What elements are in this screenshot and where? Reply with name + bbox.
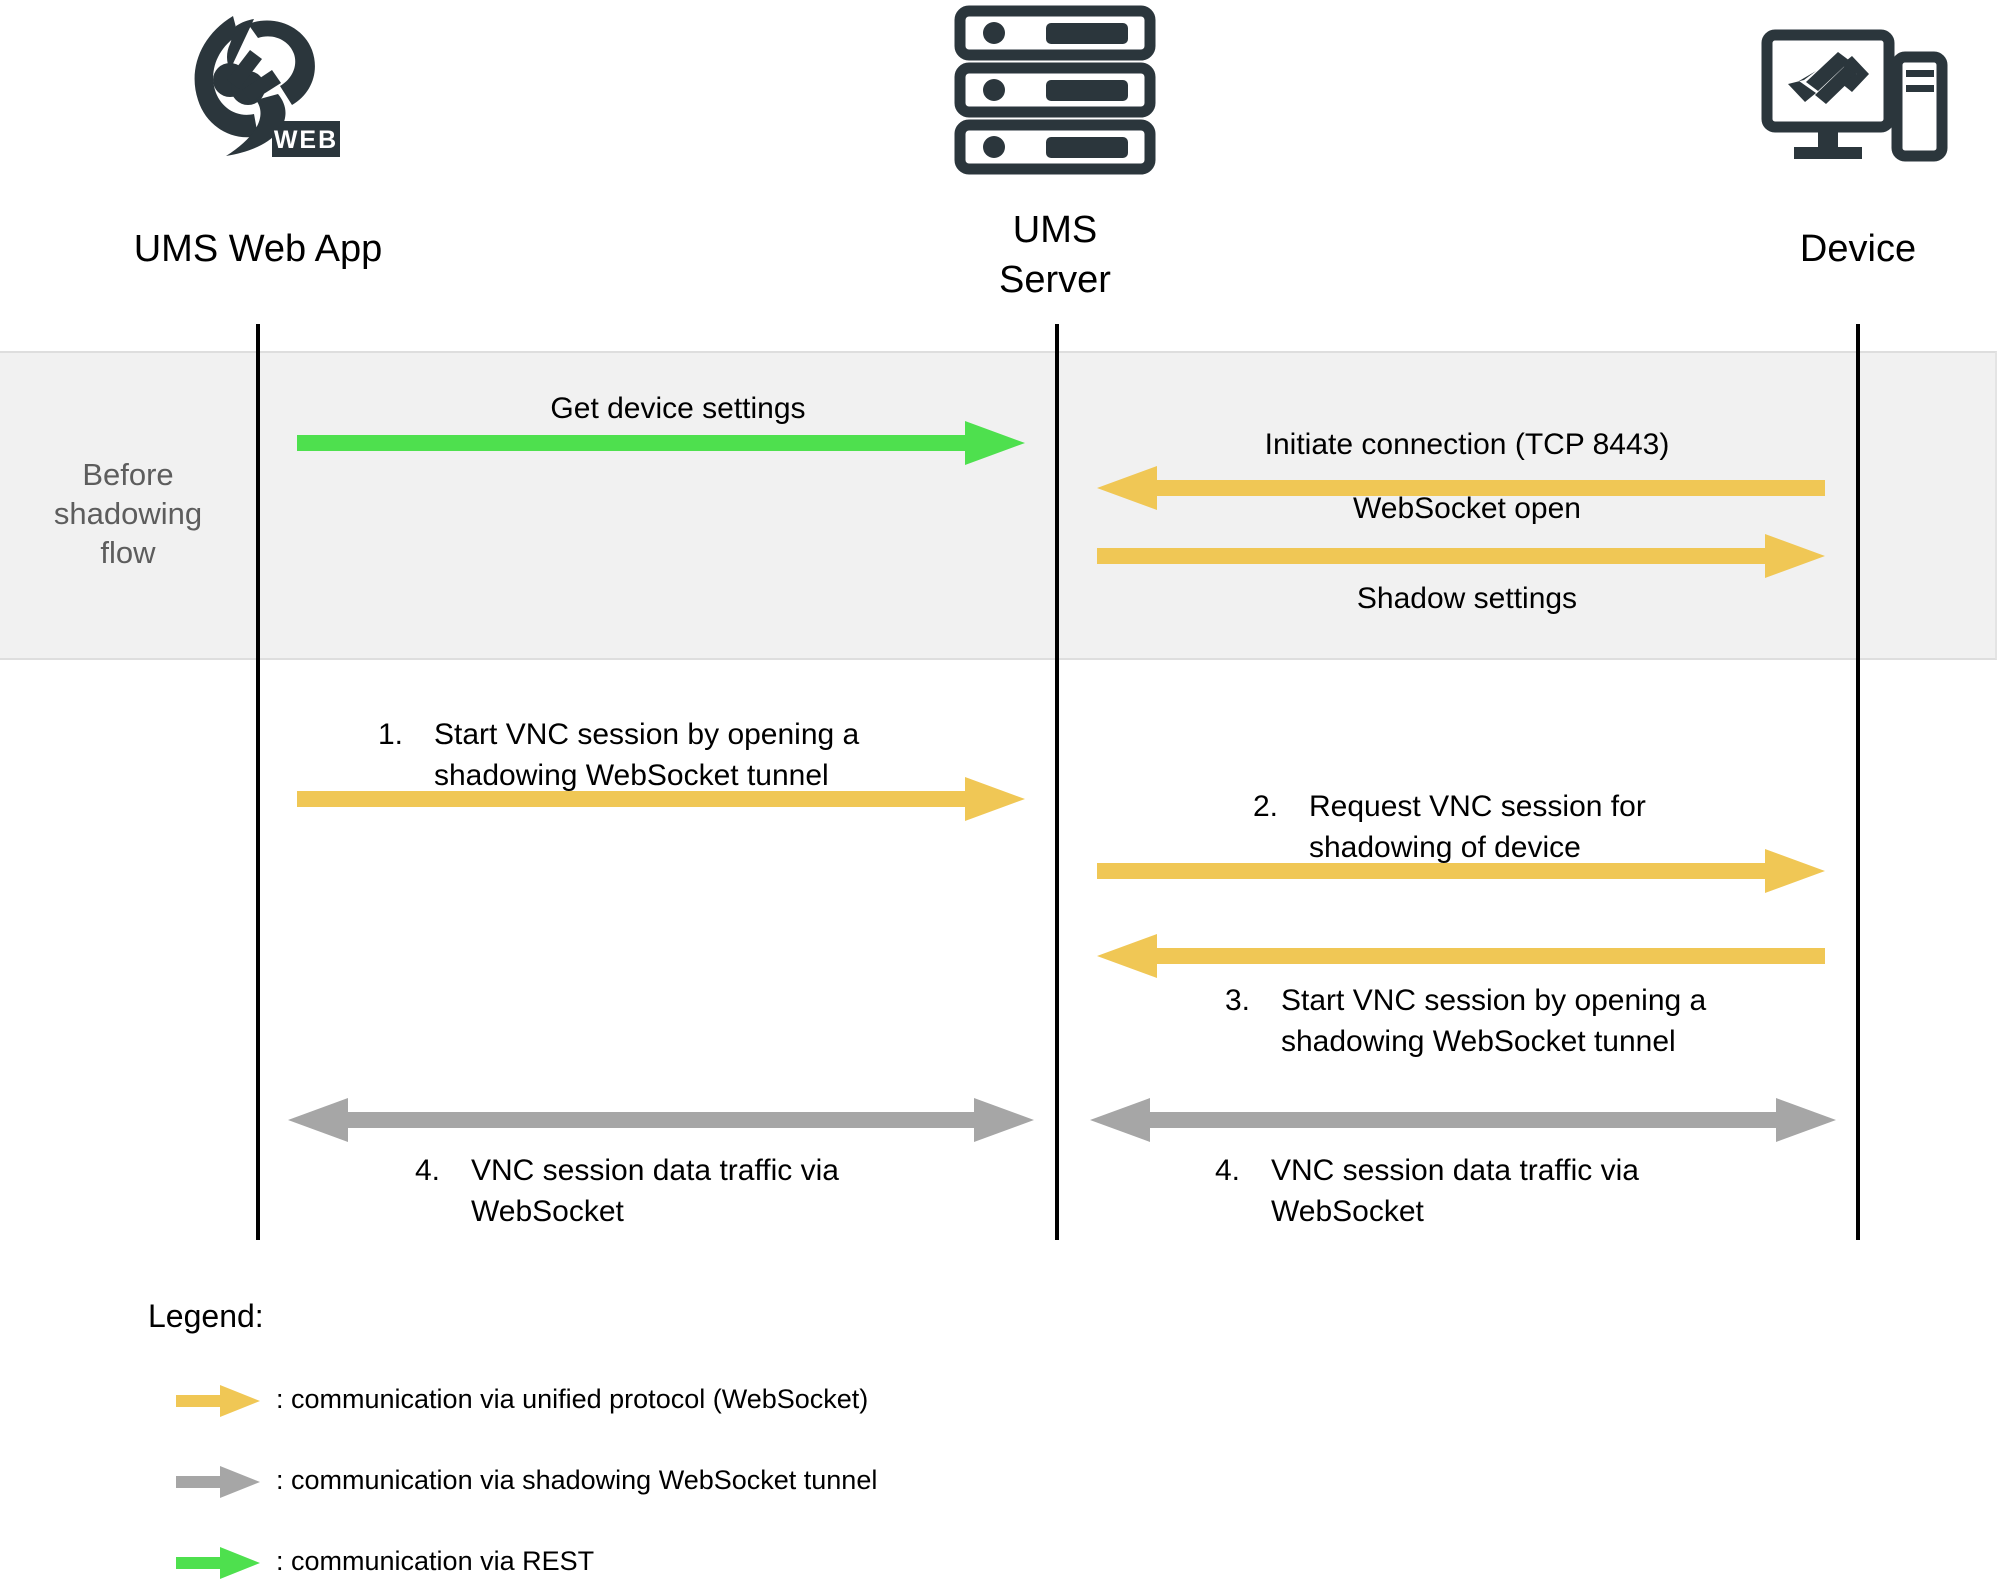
- phase-label-line-3: flow: [100, 535, 156, 570]
- message-arrow-step-2: [1097, 849, 1825, 893]
- lifeline-ums-web-app: [256, 324, 260, 1240]
- message-label-line: Shadow settings: [1356, 582, 1578, 615]
- message-arrow-step-4-right: [1090, 1098, 1836, 1142]
- message-label-step-4-right: 4. VNC session data traffic via WebSocket: [1215, 1150, 1815, 1232]
- desktop-device-icon: [1760, 28, 1950, 168]
- message-label-line-2: shadowing of device: [1309, 831, 1581, 864]
- participant-label-ums-web-app: UMS Web App: [58, 224, 458, 274]
- step-text: Request VNC session for: [1309, 790, 1646, 823]
- step-number: 3.: [1225, 984, 1251, 1017]
- lifeline-ums-server: [1055, 324, 1059, 1240]
- message-label-websocket-open: WebSocket open: [1097, 488, 1837, 529]
- phase-band-before-shadowing: [0, 351, 1997, 660]
- message-label-line-1: 4. VNC session data traffic via: [415, 1150, 1015, 1191]
- message-label-line-1: 1. Start VNC session by opening a: [378, 714, 998, 755]
- message-arrow-websocket-open: [1097, 534, 1825, 578]
- step-number: 1.: [378, 718, 404, 751]
- message-label-line: WebSocket open: [1353, 492, 1581, 525]
- message-arrow-step-4-left: [288, 1098, 1034, 1142]
- legend-label-shadowing-tunnel: : communication via shadowing WebSocket …: [276, 1465, 878, 1495]
- ums-web-logo-icon: WEB: [170, 8, 346, 188]
- phase-label-before-shadowing: Before shadowing flow: [8, 455, 248, 572]
- message-label-step-2: 2. Request VNC session for shadowing of d…: [1253, 786, 1873, 868]
- message-label-line-2: WebSocket: [1271, 1195, 1424, 1228]
- step-text: VNC session data traffic via: [1271, 1154, 1639, 1187]
- legend-label-unified-protocol: : communication via unified protocol (We…: [276, 1384, 869, 1414]
- message-arrow-get-device-settings: [297, 421, 1025, 465]
- message-arrow-step-1: [297, 777, 1025, 821]
- message-label-line-1: 3. Start VNC session by opening a: [1225, 980, 1865, 1021]
- step-number: 4.: [1215, 1154, 1241, 1187]
- participant-label-ums-server: UMS Server: [855, 205, 1255, 305]
- step-number: 2.: [1253, 790, 1279, 823]
- step-text: Start VNC session by opening a: [434, 718, 860, 751]
- message-label-line-2: shadowing WebSocket tunnel: [434, 759, 829, 792]
- svg-text:WEB: WEB: [274, 126, 338, 154]
- message-label-get-device-settings: Get device settings: [298, 388, 1058, 429]
- participant-label-line: Server: [999, 259, 1111, 301]
- step-number: 4.: [415, 1154, 441, 1187]
- message-label-line-2: shadowing WebSocket tunnel: [1281, 1025, 1676, 1058]
- message-label-line-1: 2. Request VNC session for: [1253, 786, 1873, 827]
- message-label-step-4-left: 4. VNC session data traffic via WebSocket: [415, 1150, 1015, 1232]
- lifeline-device: [1856, 324, 1860, 1240]
- message-label-initiate-connection: Initiate connection (TCP 8443): [1097, 424, 1837, 465]
- phase-label-line-1: Before: [82, 457, 174, 492]
- message-label-line-2: WebSocket: [471, 1195, 624, 1228]
- participant-label-device: Device: [1658, 224, 2002, 274]
- message-label-step-1: 1. Start VNC session by opening a shadowi…: [378, 714, 998, 796]
- message-label-line: Initiate connection (TCP 8443): [1264, 428, 1670, 461]
- message-arrow-initiate-connection: [1097, 466, 1825, 510]
- message-label-shadow-settings: Shadow settings: [1097, 578, 1837, 619]
- message-label-step-3: 3. Start VNC session by opening a shadowi…: [1225, 980, 1865, 1062]
- participant-label-line: UMS: [1012, 209, 1098, 251]
- message-arrow-step-3: [1097, 934, 1825, 978]
- message-label-line: Get device settings: [550, 392, 806, 425]
- server-rack-icon: [950, 4, 1160, 176]
- step-text: VNC session data traffic via: [471, 1154, 839, 1187]
- participant-label-line: UMS Web App: [133, 228, 383, 270]
- participant-label-line: Device: [1799, 228, 1917, 270]
- step-text: Start VNC session by opening a: [1281, 984, 1707, 1017]
- message-label-line-1: 4. VNC session data traffic via: [1215, 1150, 1815, 1191]
- phase-label-line-2: shadowing: [53, 496, 203, 531]
- legend-title: Legend:: [148, 1298, 264, 1334]
- legend-label-rest: : communication via REST: [276, 1546, 595, 1576]
